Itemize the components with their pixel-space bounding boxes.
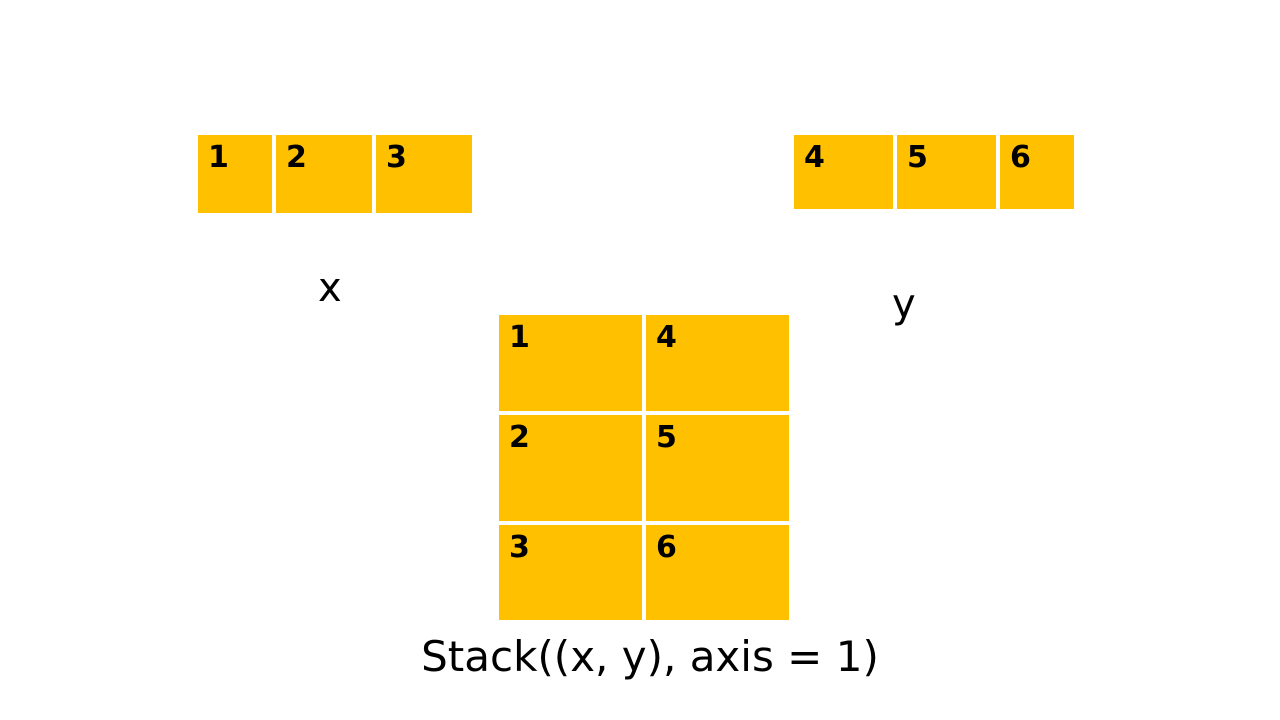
array-x-cell-3: 3 — [374, 133, 474, 215]
array-y-label: y — [892, 281, 916, 327]
array-y-cell-3: 6 — [998, 133, 1076, 211]
result-cell-r3-c1: 3 — [497, 523, 644, 622]
result-cell-r1-c2: 4 — [644, 313, 791, 413]
caption: Stack((x, y), axis = 1) — [421, 632, 879, 681]
array-y-cell-2: 5 — [895, 133, 998, 211]
result-cell-r2-c1: 2 — [497, 413, 644, 523]
result-cell-r1-c1: 1 — [497, 313, 644, 413]
array-x-cell-1: 1 — [196, 133, 274, 215]
array-y-cell-1: 4 — [792, 133, 895, 211]
array-x-cell-2: 2 — [274, 133, 374, 215]
result-cell-r2-c2: 5 — [644, 413, 791, 523]
result-cell-r3-c2: 6 — [644, 523, 791, 622]
array-x-label: x — [318, 265, 342, 311]
